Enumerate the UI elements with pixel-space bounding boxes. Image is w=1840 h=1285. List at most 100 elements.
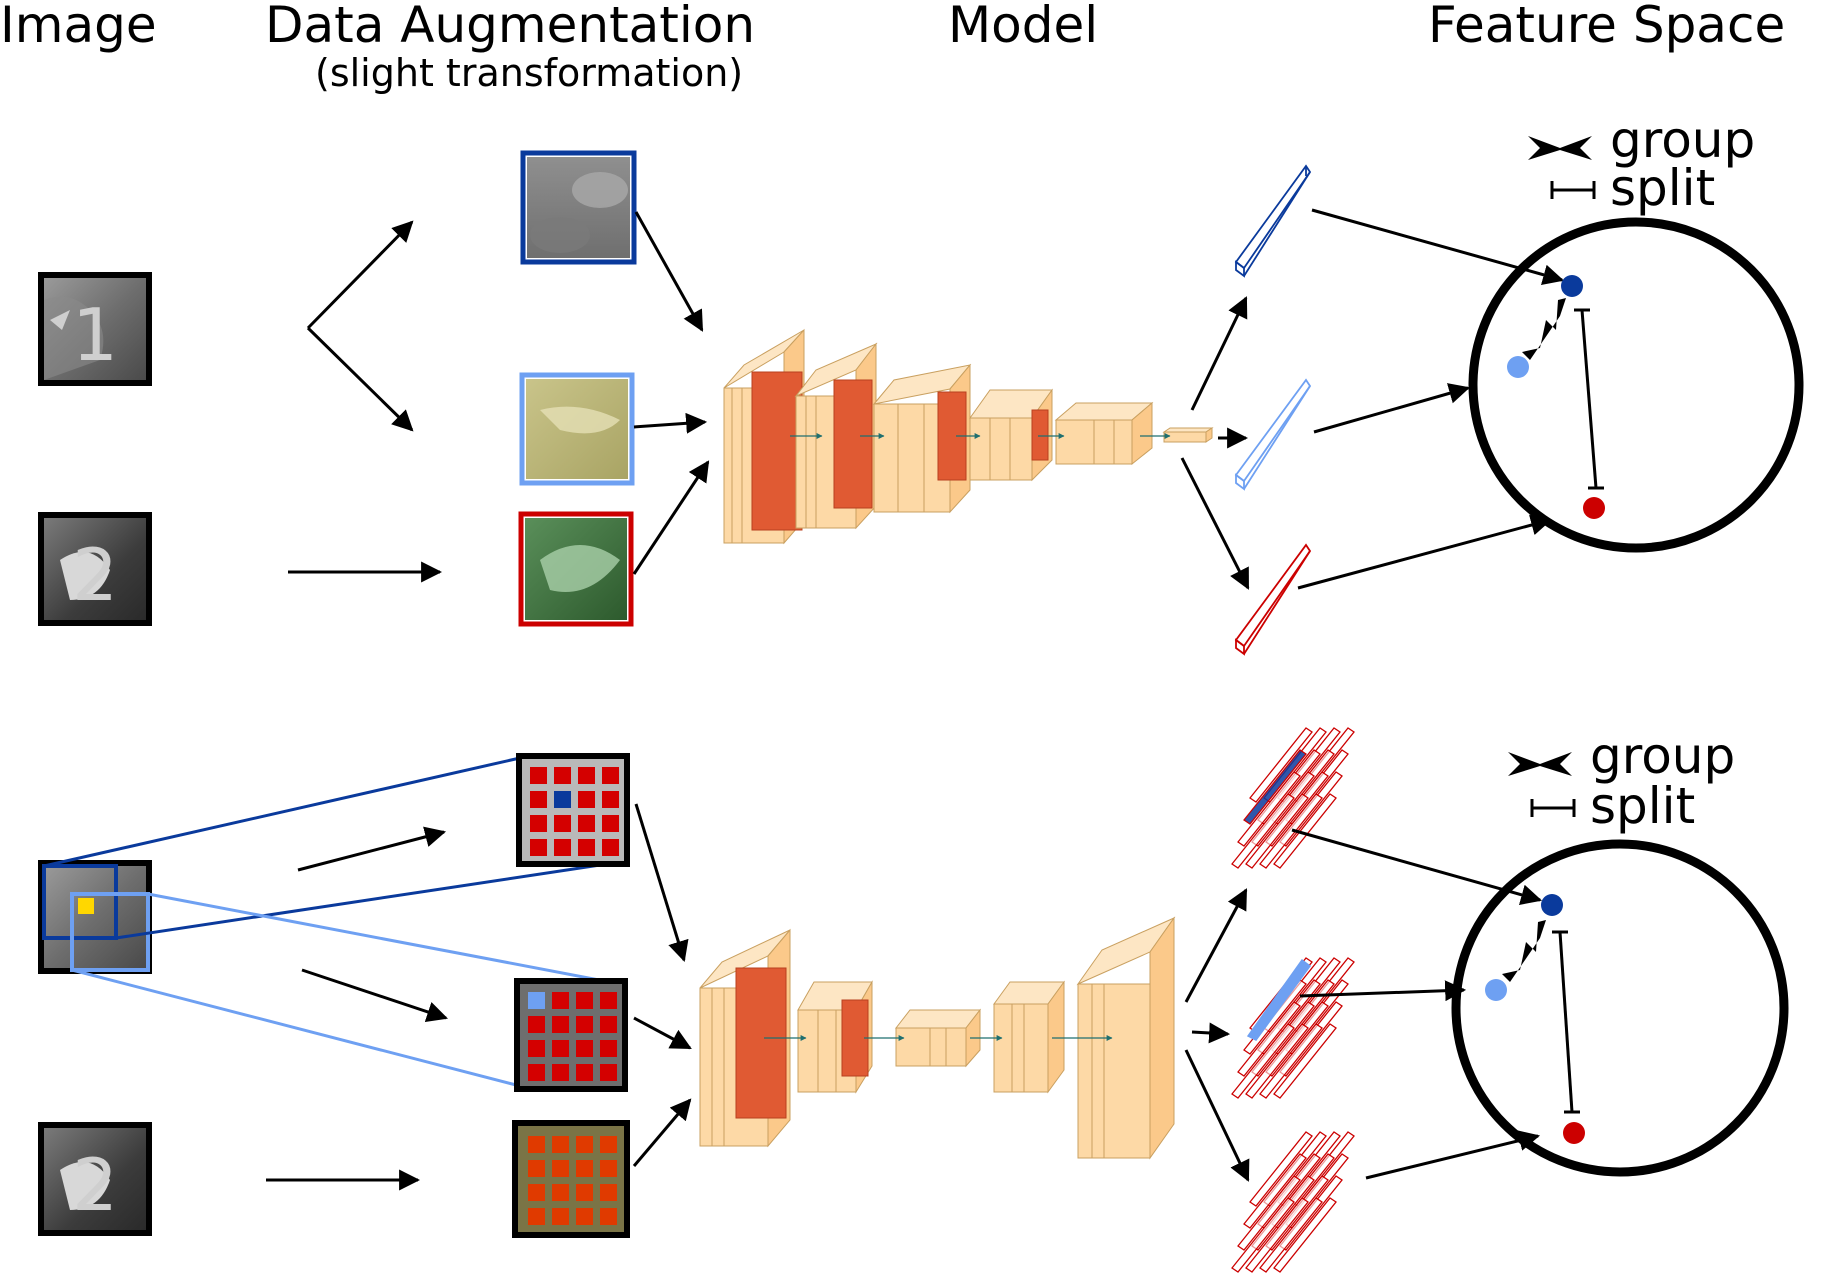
patch-cell — [600, 1136, 617, 1153]
split-icon-bottom — [1530, 799, 1576, 817]
legend-top: group split — [1528, 111, 1755, 217]
feature-vector-light-blue-bottom — [1246, 958, 1312, 1041]
augmented-view-dark-blue — [520, 150, 637, 265]
feature-map-cell — [1273, 1197, 1337, 1273]
legend-group-label-bottom: group — [1590, 727, 1735, 785]
patch-cell — [552, 1208, 569, 1225]
patch-cell — [578, 767, 595, 784]
header-image: Image — [0, 0, 157, 54]
encoder-model-top — [723, 328, 1214, 545]
arrows-to-model-bottom — [632, 803, 692, 1167]
patch-cell — [578, 791, 595, 808]
patch-cell — [602, 815, 619, 832]
augmented-view-red — [518, 511, 634, 627]
feature-map-cell — [1231, 1197, 1295, 1273]
patch-cell — [576, 992, 593, 1009]
bottom-panel: 2 — [38, 727, 1789, 1273]
feature-map-cell — [1243, 749, 1307, 825]
patch-cell — [552, 992, 569, 1009]
feature-map-cell — [1237, 1175, 1301, 1251]
feature-map-cell — [1273, 793, 1337, 869]
patch-cell — [576, 1208, 593, 1225]
patch-cell — [528, 1184, 545, 1201]
embedding-point-light-blue-bottom — [1485, 979, 1507, 1001]
patch-cell — [600, 992, 617, 1009]
feature-map-cell — [1259, 1197, 1323, 1273]
top-panel: 1 2 — [38, 111, 1804, 656]
patch-cell — [602, 791, 619, 808]
arrows-to-features-top — [1180, 296, 1250, 590]
patch-cell — [600, 1208, 617, 1225]
input-image-cropped — [38, 860, 152, 974]
augmentation-arrows-bottom — [266, 826, 448, 1191]
feature-map-cell — [1273, 1023, 1337, 1099]
patch-cell — [530, 815, 547, 832]
split-relation-bottom — [1552, 930, 1580, 1114]
patch-cell — [576, 1136, 593, 1153]
legend-group-label: group — [1610, 111, 1755, 169]
feature-vector-light-blue — [1234, 378, 1312, 491]
feature-vector-red — [1234, 543, 1312, 656]
group-relation-top — [1522, 298, 1566, 360]
feature-space-circle-top — [1468, 217, 1804, 553]
patch-cell — [602, 839, 619, 856]
patch-cell — [530, 839, 547, 856]
patch-cell — [528, 992, 545, 1009]
input-image-label-1: 1 — [72, 293, 118, 377]
feature-map-cell — [1259, 793, 1323, 869]
projection-arrows-top — [1297, 208, 1565, 590]
header-feature-space: Feature Space — [1428, 0, 1785, 54]
patch-cell — [530, 767, 547, 784]
feature-map-cell — [1249, 727, 1313, 803]
feature-map-cell — [1245, 793, 1309, 869]
patch-cell — [552, 1184, 569, 1201]
crop-projection-lines — [43, 756, 621, 1088]
patch-cell — [554, 767, 571, 784]
patch-cell — [552, 1016, 569, 1033]
feature-map-cell — [1237, 1001, 1301, 1077]
feature-space-circle-bottom — [1451, 839, 1789, 1177]
header-augmentation-note: (slight transformation) — [315, 51, 743, 95]
patch-cell — [528, 1016, 545, 1033]
feature-map-cell — [1245, 1023, 1309, 1099]
legend-split-label: split — [1610, 159, 1715, 217]
patch-cell — [576, 1016, 593, 1033]
patch-cell — [552, 1040, 569, 1057]
embedding-point-light-blue — [1507, 356, 1529, 378]
embedding-point-red — [1583, 497, 1605, 519]
patch-cell — [576, 1040, 593, 1057]
patch-cell — [600, 1064, 617, 1081]
feature-map-cell — [1243, 1153, 1307, 1229]
patch-cell — [576, 1064, 593, 1081]
embedding-point-dark-blue — [1561, 275, 1583, 297]
group-icon — [1528, 136, 1592, 160]
group-relation-bottom — [1502, 920, 1546, 982]
patch-cell — [552, 1160, 569, 1177]
feature-map-cell — [1231, 793, 1295, 869]
patch-cell — [554, 839, 571, 856]
patch-cell — [554, 791, 571, 808]
patch-grids — [528, 767, 619, 1225]
arrows-to-model-top — [632, 211, 710, 575]
feature-map-cell — [1259, 1023, 1323, 1099]
patch-cell — [600, 1160, 617, 1177]
dense-feature-maps — [1231, 727, 1355, 1273]
embedding-point-dark-blue-bottom — [1541, 894, 1563, 916]
feature-vector-dark-blue — [1234, 164, 1312, 278]
feature-map-cell — [1245, 1197, 1309, 1273]
feature-map-cell — [1231, 1023, 1295, 1099]
patch-cell — [554, 815, 571, 832]
patch-cell — [528, 1064, 545, 1081]
header-model: Model — [948, 0, 1098, 54]
augmented-view-light-blue — [519, 372, 635, 486]
patch-cell — [578, 839, 595, 856]
patch-cell — [530, 791, 547, 808]
patch-cell — [576, 1160, 593, 1177]
patch-cell — [602, 767, 619, 784]
encoder-decoder-model-bottom — [699, 916, 1176, 1160]
patch-cell — [528, 1208, 545, 1225]
legend-split-label-bottom: split — [1590, 777, 1695, 835]
legend-bottom: group split — [1508, 727, 1735, 835]
projection-arrows-bottom — [1291, 828, 1543, 1180]
